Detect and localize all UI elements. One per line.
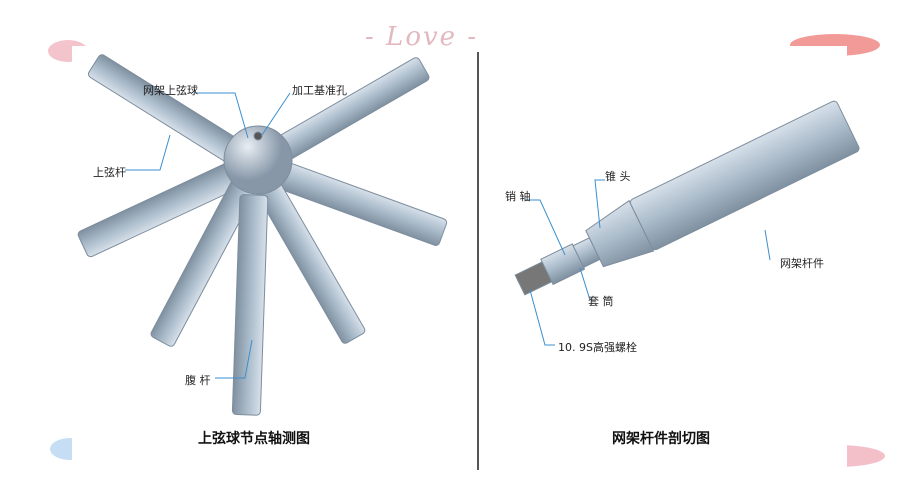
ball-joint-illustration bbox=[77, 54, 448, 416]
label-hole: 加工基准孔 bbox=[292, 84, 347, 97]
rod-section-illustration bbox=[514, 100, 860, 296]
right-caption: 网架杆件剖切图 bbox=[612, 431, 710, 447]
label-bolt: 10. 9S高强螺栓 bbox=[558, 341, 637, 354]
label-rod: 网架杆件 bbox=[780, 257, 824, 270]
label-cone: 锥 头 bbox=[605, 170, 631, 183]
label-pin: 销 轴 bbox=[505, 190, 531, 203]
label-sleeve: 套 筒 bbox=[588, 295, 614, 308]
label-chord: 上弦杆 bbox=[93, 166, 126, 179]
left-caption: 上弦球节点轴测图 bbox=[198, 431, 310, 447]
label-ball: 网架上弦球 bbox=[143, 84, 198, 97]
label-web: 腹 杆 bbox=[185, 374, 211, 387]
leader-lines bbox=[125, 92, 771, 379]
love-banner: - Love - bbox=[365, 22, 479, 52]
